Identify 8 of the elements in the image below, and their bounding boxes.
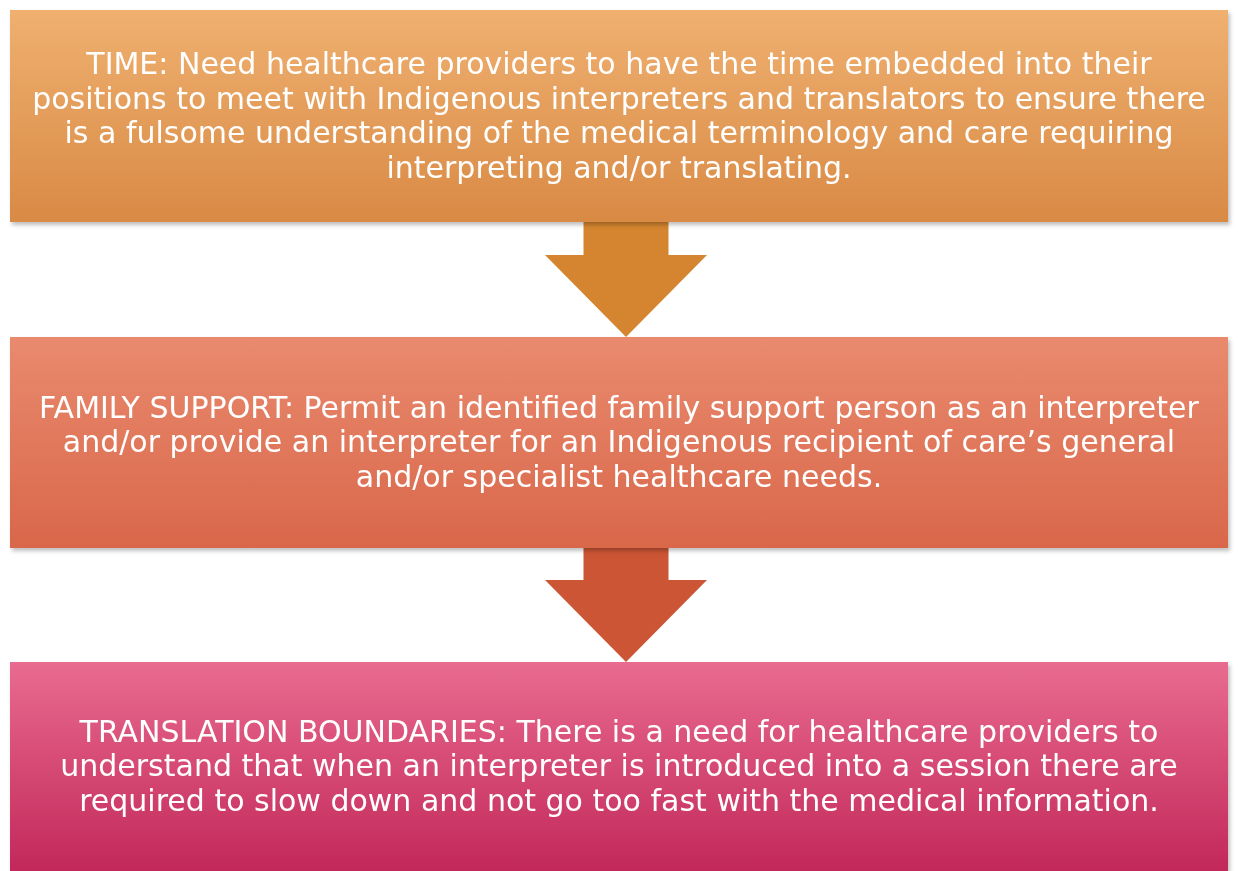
process-box: [10, 662, 1228, 871]
box-text: TRANSLATION BOUNDARIES: There is a need for healthcare providers to understand that when an interpreter is introduced into a session there are required to slow down and not go too fast with the medical information.: [59, 714, 1179, 819]
process-box: [10, 337, 1228, 548]
block-arrow: [545, 548, 707, 662]
block-arrow: [545, 222, 707, 337]
box-text: FAMILY SUPPORT: Permit an identified family support person as an interpreter and/or provide an interpreter for an Indigenous recipient of care’s general and/or specialist healthcare needs.: [38, 390, 1200, 495]
box-text: TIME: Need healthcare providers to have the time embedded into their positions to meet with Indigenous interpreters and translators to ensure there is a fulsome understanding of the medical terminology and care requiring interpreting and/or translating.: [32, 47, 1206, 185]
process-box: [10, 10, 1228, 222]
